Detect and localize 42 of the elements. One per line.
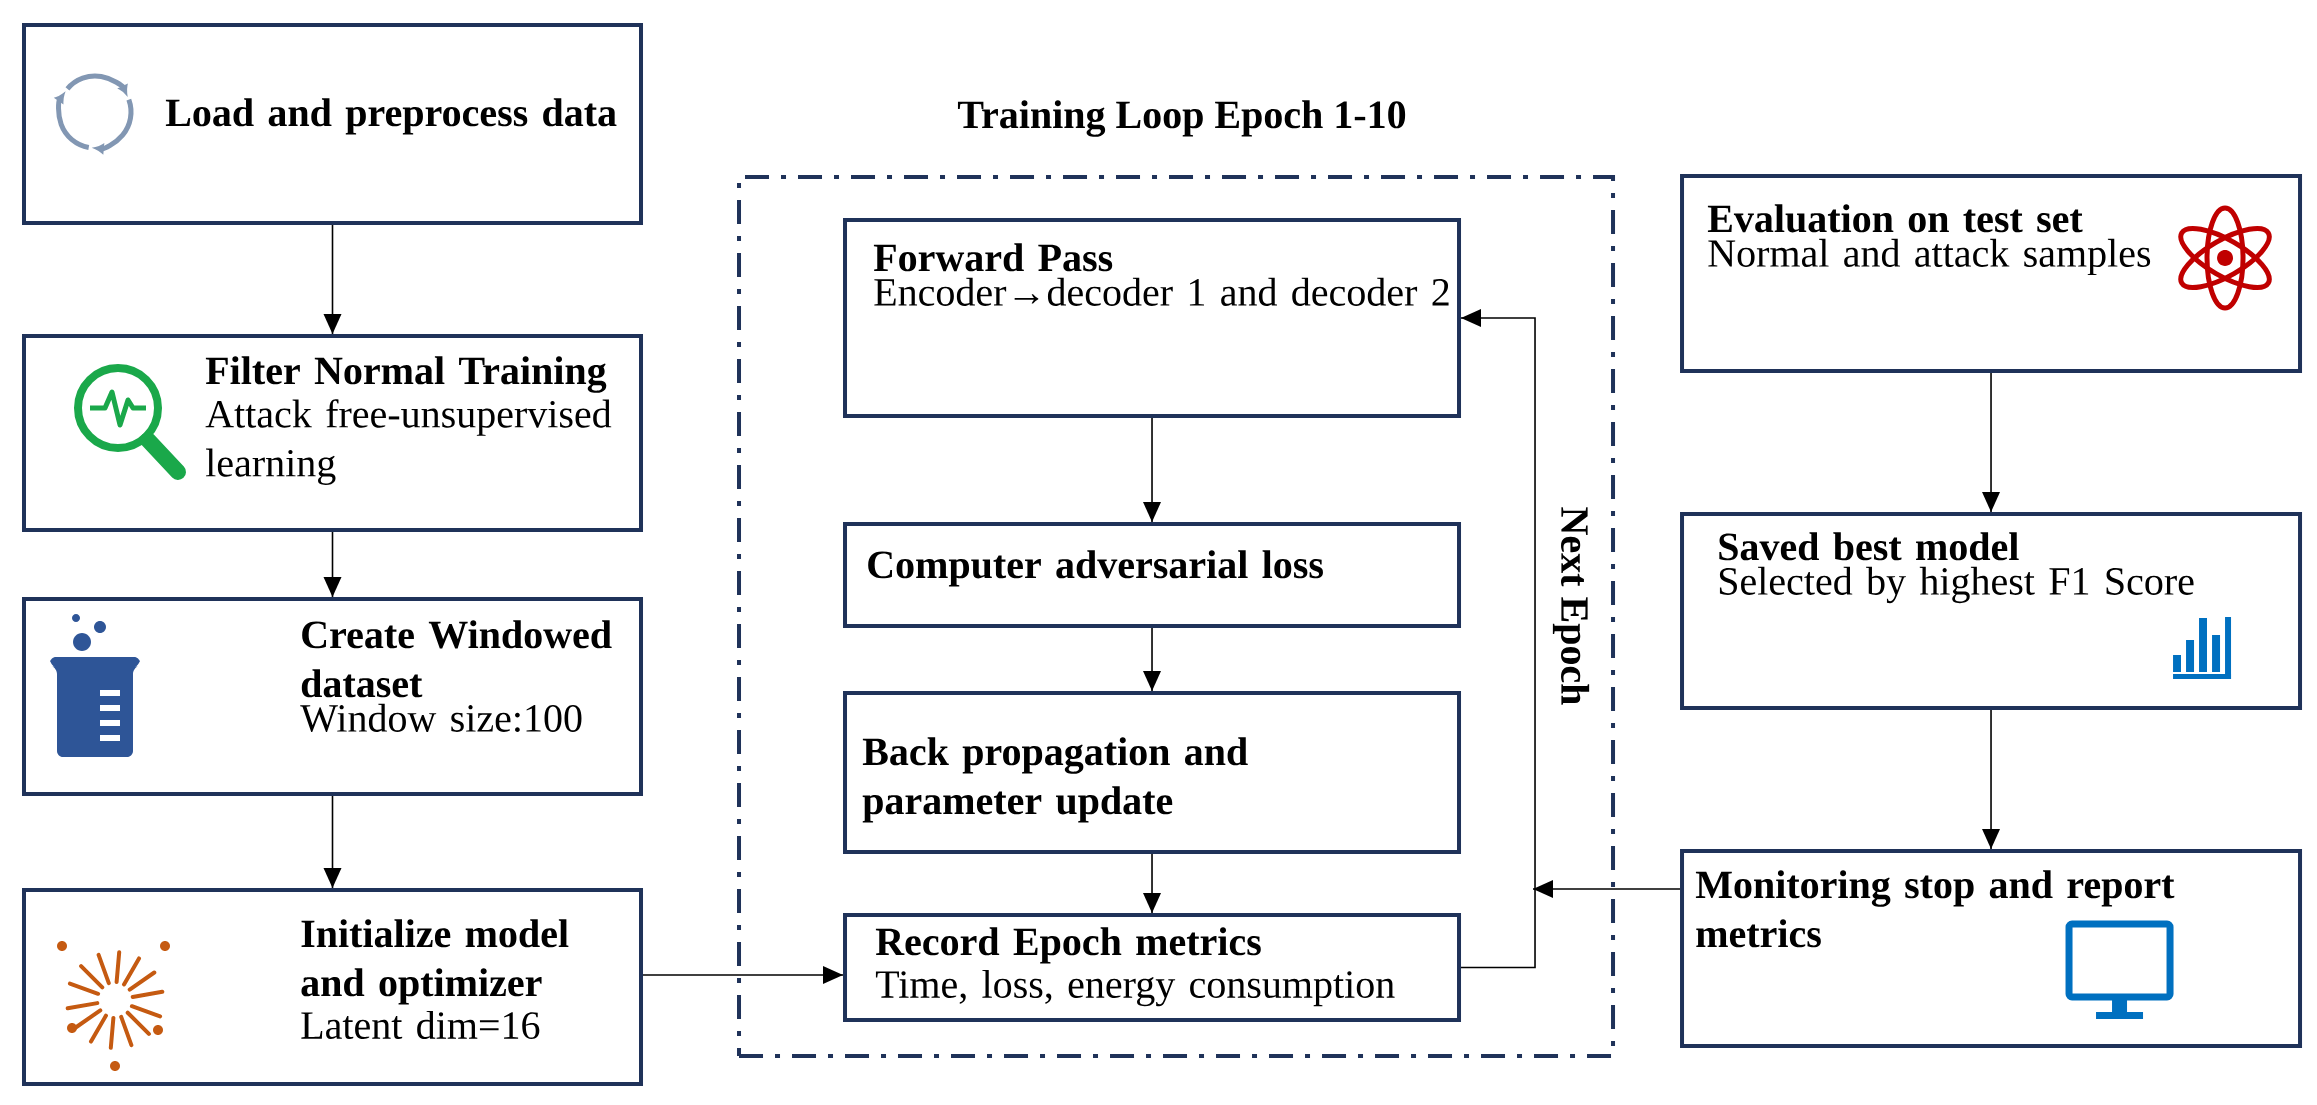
arrow <box>1532 880 1681 898</box>
arrow <box>1982 709 2001 850</box>
arrow <box>642 966 844 984</box>
arrow <box>1143 853 1161 914</box>
box-label: Load and preprocess data <box>165 98 617 135</box>
box-text: Time, loss, energy consumption <box>875 969 1395 1007</box>
box-heading: Create Windowed dataset <box>301 620 612 698</box>
process-box <box>843 691 1461 854</box>
box-text: Normal and attack samples <box>1708 238 2151 276</box>
box-text: Latent dim=16 <box>301 1010 540 1040</box>
box-label: Monitoring stop and report metrics <box>1695 870 2175 948</box>
box-heading: Evaluation on test set <box>1707 204 2083 233</box>
arrow <box>1143 417 1161 523</box>
arrow <box>1982 372 2001 513</box>
process-box <box>1680 849 2303 1048</box>
edge-label: Next Epoch <box>1550 504 1592 708</box>
box-heading: Filter Normal Training <box>205 356 607 393</box>
box-label: Back propagation and parameter update <box>862 737 1248 823</box>
process-box <box>843 522 1461 628</box>
box-heading: Forward Pass <box>873 243 1113 272</box>
process-box <box>1680 174 2303 373</box>
process-box <box>843 218 1461 418</box>
box-text: Window size:100 <box>300 703 582 733</box>
process-box <box>843 913 1461 1022</box>
process-box <box>22 888 643 1086</box>
box-heading: Initialize model and optimizer <box>301 919 569 1005</box>
arrow <box>323 224 342 335</box>
box-label: Computer adversarial loss <box>868 550 1323 587</box>
process-box <box>22 597 643 796</box>
box-text: Selected by highest F1 Score <box>1719 566 2194 604</box>
process-box <box>1680 512 2303 710</box>
arrow <box>1460 309 1536 969</box>
process-box <box>22 334 643 532</box>
loop-title: Training Loop Epoch 1-10 <box>957 100 1406 137</box>
arrow <box>323 795 342 889</box>
process-box <box>22 23 643 225</box>
box-heading: Record Epoch metrics <box>875 927 1261 964</box>
box-text: Encoder→decoder 1 and decoder 2 <box>874 277 1449 306</box>
box-heading: Saved best model <box>1719 532 2019 561</box>
box-text: Attack free-unsupervised learning <box>205 399 612 485</box>
arrow <box>1143 627 1161 692</box>
arrow <box>323 531 342 598</box>
